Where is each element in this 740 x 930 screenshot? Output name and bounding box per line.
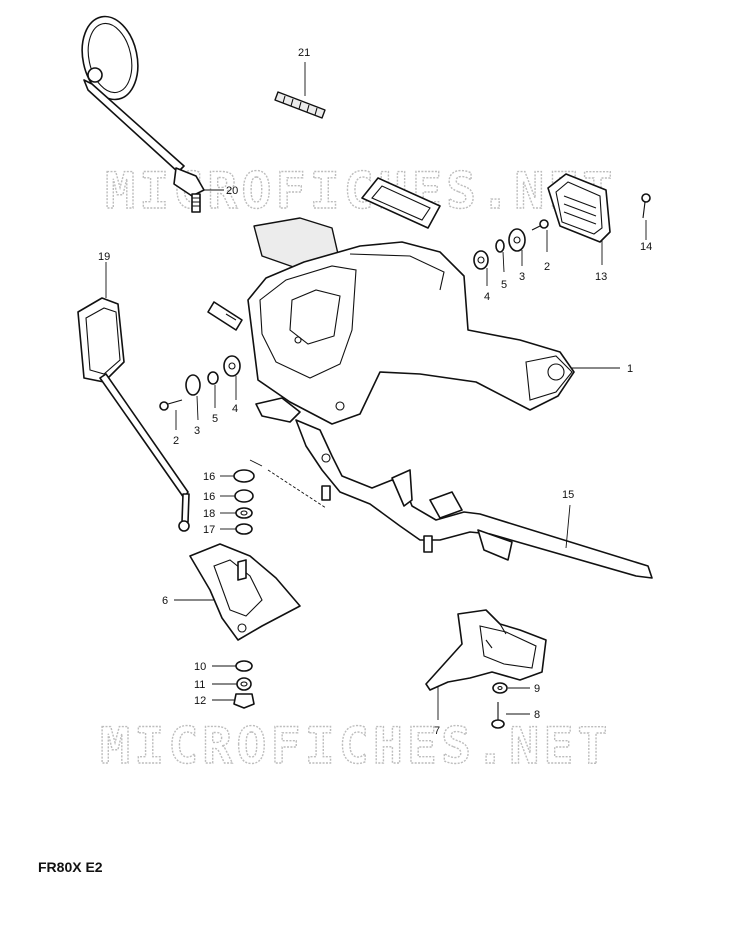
callout-18: 18 bbox=[203, 508, 215, 520]
callout-7: 7 bbox=[434, 725, 440, 737]
leader-15 bbox=[565, 504, 571, 549]
callout-8: 8 bbox=[534, 709, 540, 721]
callout-5-left: 5 bbox=[212, 413, 218, 425]
callout-6: 6 bbox=[162, 595, 168, 607]
decal-strip-part-21 bbox=[274, 91, 326, 119]
bracket-part-6 bbox=[189, 543, 301, 641]
screw-part-14 bbox=[641, 193, 651, 219]
callout-14: 14 bbox=[640, 241, 652, 253]
callout-4-left: 4 bbox=[232, 403, 238, 415]
bolt-part-8 bbox=[491, 702, 505, 729]
callout-5-upper: 5 bbox=[501, 279, 507, 291]
callout-15: 15 bbox=[562, 489, 574, 501]
round-mirror-part-20 bbox=[81, 15, 205, 213]
callout-19: 19 bbox=[98, 251, 110, 263]
callout-1: 1 bbox=[627, 363, 633, 375]
callout-21: 21 bbox=[298, 47, 310, 59]
callout-2-upper: 2 bbox=[544, 261, 550, 273]
watermark-bottom: MICROFICHES.NET bbox=[100, 717, 612, 775]
fasteners-left bbox=[159, 355, 241, 411]
headlight-housing-part-1 bbox=[207, 217, 575, 425]
callout-9: 9 bbox=[534, 683, 540, 695]
callout-16-second: 16 bbox=[203, 491, 215, 503]
light-lens-part-13 bbox=[547, 173, 611, 243]
support-stay-part-15 bbox=[249, 419, 653, 579]
callout-16-top: 16 bbox=[203, 471, 215, 483]
fasteners-upper-right bbox=[473, 219, 549, 270]
watermark-top: MICROFICHES.NET bbox=[105, 162, 617, 220]
callout-17: 17 bbox=[203, 524, 215, 536]
callout-4-upper: 4 bbox=[484, 291, 490, 303]
callout-3-upper: 3 bbox=[519, 271, 525, 283]
callout-10: 10 bbox=[194, 661, 206, 673]
model-code: FR80X E2 bbox=[38, 859, 103, 875]
callout-3-left: 3 bbox=[194, 425, 200, 437]
leader-5a bbox=[502, 251, 505, 273]
washer-part-9 bbox=[492, 682, 508, 694]
callout-20: 20 bbox=[226, 185, 238, 197]
grommet-stack bbox=[233, 469, 255, 535]
lens-gasket bbox=[361, 177, 441, 229]
leader-3b bbox=[196, 395, 199, 421]
nut-stack bbox=[233, 660, 255, 709]
rect-mirror-part-19 bbox=[77, 297, 190, 532]
bracket-part-7 bbox=[425, 609, 547, 691]
callout-2-left: 2 bbox=[173, 435, 179, 447]
callout-12: 12 bbox=[194, 695, 206, 707]
callout-13: 13 bbox=[595, 271, 607, 283]
callout-11: 11 bbox=[194, 679, 205, 691]
